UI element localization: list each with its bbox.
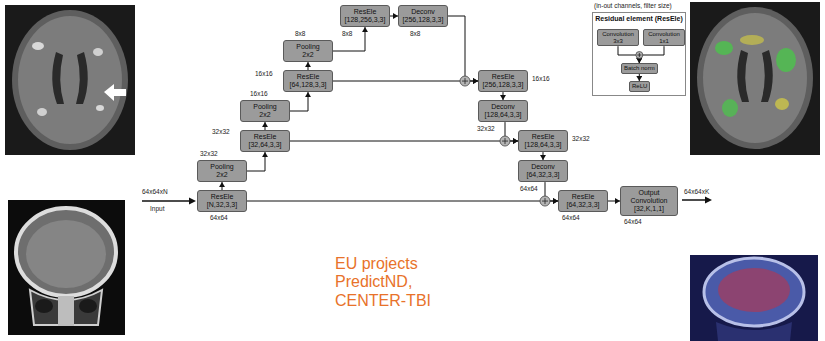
- connector: [308, 62, 309, 70]
- io-label: Input: [150, 205, 164, 212]
- connector: [639, 74, 640, 81]
- block-name: ResEle: [201, 193, 243, 201]
- size-label: 32x32: [572, 135, 590, 142]
- block-name: Convolution 1x1: [646, 31, 682, 44]
- sum-node: [540, 196, 550, 206]
- size-label: 8x8: [410, 30, 420, 37]
- connector: [608, 201, 620, 202]
- resele-block: ResEle[256,128,3,3]: [478, 70, 528, 92]
- legend-conv-box: Convolution 3x3: [597, 29, 639, 46]
- resele-block: ResEle[64,32,3,3]: [558, 190, 608, 212]
- size-label: 8x8: [295, 30, 305, 37]
- size-label: 32x32: [477, 125, 495, 132]
- sum-node: [636, 52, 643, 59]
- size-label: 16x16: [255, 70, 273, 77]
- pooling-block: Pooling2x2: [283, 40, 333, 62]
- resele-block: ResEle[128,64,3,3]: [518, 130, 568, 152]
- block-params: [64,32,3,3]: [562, 201, 604, 209]
- output-conv-block: Output Convolution[32,K,1,1]: [620, 186, 678, 216]
- size-label: 64x64: [562, 214, 580, 221]
- block-name: Deconv: [522, 163, 564, 171]
- block-name: ResEle: [482, 73, 524, 81]
- size-label: 64x64: [624, 218, 642, 225]
- pooling-block: Pooling2x2: [240, 100, 290, 122]
- block-params: 2x2: [287, 51, 329, 59]
- connector: [265, 122, 266, 130]
- resele-block: ResEle[32,64,3,3]: [240, 130, 290, 152]
- ct-coronal-input: [8, 200, 125, 335]
- block-params: [64,128,3,3]: [287, 81, 329, 89]
- deconv-block: Deconv[256,128,3,3]: [398, 5, 448, 27]
- size-label: 64x64xN: [142, 188, 168, 195]
- size-label: 64x64xK: [684, 188, 709, 195]
- pooling-block: Pooling2x2: [197, 160, 247, 182]
- mri-axial-segmentation: [690, 2, 820, 155]
- project-note: EU projects PredictND, CENTER-TBI: [335, 255, 455, 310]
- deconv-block: Deconv[64,32,3,3]: [518, 160, 568, 182]
- block-params: [256,128,3,3]: [402, 16, 444, 24]
- block-name: ResEle: [522, 133, 564, 141]
- size-label: 16x16: [250, 90, 268, 97]
- block-name: Pooling: [201, 163, 243, 171]
- connector: [290, 141, 518, 142]
- connector: [448, 16, 478, 81]
- connector: [333, 27, 365, 51]
- block-params: [128,64,3,3]: [482, 111, 524, 119]
- resele-block: ResEle[N,32,3,3]: [197, 190, 247, 212]
- connector: [290, 92, 308, 111]
- block-name: Residual element (ResEle): [593, 13, 685, 23]
- size-label: 64x64: [210, 214, 228, 221]
- block-name: ResEle: [562, 193, 604, 201]
- connector: [247, 201, 558, 202]
- size-label: 32x32: [200, 150, 218, 157]
- block-params: [128,64,3,3]: [522, 141, 564, 149]
- legend-bn-box: Batch norm: [621, 63, 658, 74]
- block-params: [32,64,3,3]: [244, 141, 286, 149]
- sum-node: [500, 136, 510, 146]
- block-name: Pooling: [244, 103, 286, 111]
- connector: [390, 16, 398, 17]
- ct-coronal-segmentation: [690, 255, 818, 341]
- block-name: ResEle: [244, 133, 286, 141]
- block-params: 2x2: [244, 111, 286, 119]
- connector: [543, 152, 544, 160]
- resele-block: ResEle[64,128,3,3]: [283, 70, 333, 92]
- legend-conv-box: Convolution 1x1: [643, 29, 685, 46]
- block-name: Output Convolution: [624, 189, 674, 205]
- block-name: ResEle: [287, 73, 329, 81]
- block-name: ReLU: [632, 83, 647, 90]
- block-params: [N,32,3,3]: [201, 201, 243, 209]
- block-params: [256,128,3,3]: [482, 81, 524, 89]
- sum-node: [460, 76, 470, 86]
- mri-axial-input: [5, 5, 135, 155]
- block-name: Deconv: [402, 8, 444, 16]
- block-name: Deconv: [482, 103, 524, 111]
- size-label: 16x16: [532, 75, 550, 82]
- block-params: [32,K,1,1]: [624, 205, 674, 213]
- legend-note: (in-out channels, filter size): [594, 2, 672, 9]
- block-name: Convolution 3x3: [600, 31, 636, 44]
- connector: [333, 81, 478, 82]
- block-params: [64,32,3,3]: [522, 171, 564, 179]
- connector: [247, 152, 265, 171]
- connector: [222, 182, 223, 190]
- block-name: ResEle: [344, 8, 386, 16]
- connector: [503, 92, 504, 100]
- deconv-block: Deconv[128,64,3,3]: [478, 100, 528, 122]
- legend-relu-box: ReLU: [629, 81, 650, 92]
- block-params: [128,256,3,3]: [344, 16, 386, 24]
- block-params: 2x2: [201, 171, 243, 179]
- block-name: Batch norm: [624, 65, 655, 72]
- size-label: 64x64: [520, 185, 538, 192]
- block-name: Pooling: [287, 43, 329, 51]
- resele-block: ResEle[128,256,3,3]: [340, 5, 390, 27]
- legend-frame: Residual element (ResEle) Convolution 3x3…: [592, 12, 686, 96]
- size-label: 32x32: [212, 128, 230, 135]
- size-label: 8x8: [342, 30, 352, 37]
